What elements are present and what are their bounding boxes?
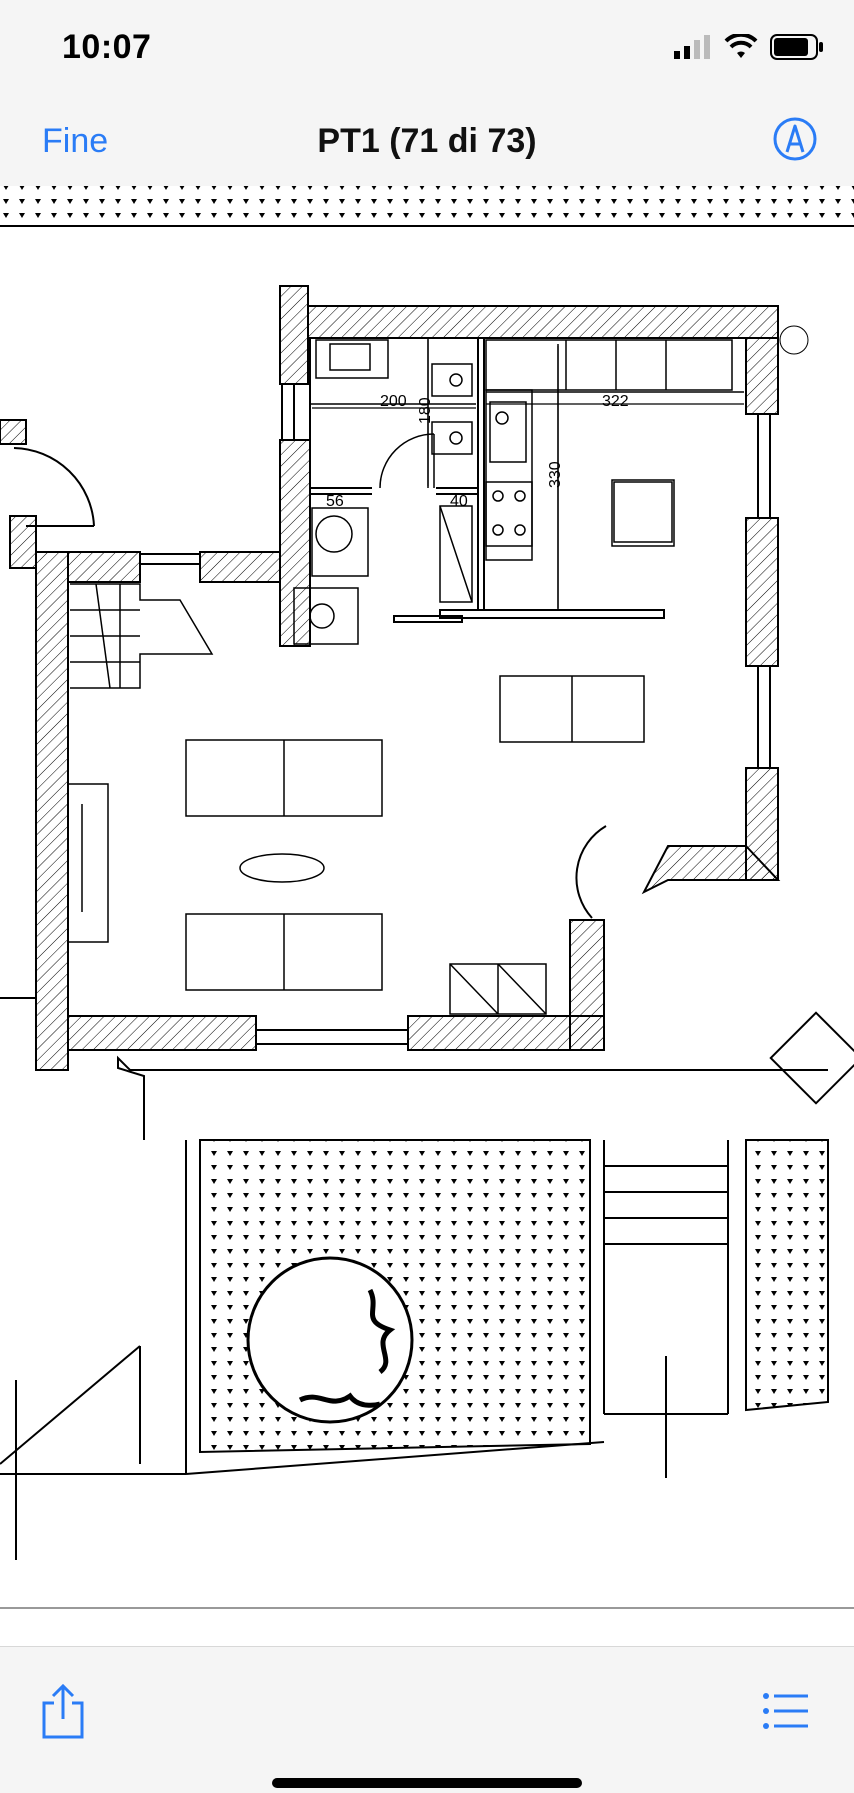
dimension-label: 330 (547, 461, 564, 488)
done-button[interactable]: Fine (42, 122, 109, 160)
battery-icon (770, 34, 823, 60)
home-indicator[interactable] (272, 1778, 582, 1788)
dimension-label: 322 (602, 393, 629, 410)
bottom-toolbar (0, 1646, 854, 1793)
tree (246, 1256, 414, 1424)
bathroom (293, 339, 473, 645)
wifi-icon (724, 34, 758, 58)
status-time: 10:07 (62, 28, 152, 66)
dimension-label: 180 (417, 397, 434, 424)
page-title: PT1 (71 di 73) (317, 122, 537, 160)
floor-plan: 200 180 322 330 56 40 (0, 186, 854, 1609)
status-icons (674, 34, 824, 60)
stairs (70, 583, 214, 689)
furniture (67, 481, 673, 1015)
windows (139, 383, 771, 1045)
dimension-label: 56 (326, 493, 344, 510)
dimension-label: 200 (380, 393, 407, 410)
status-bar: 10:07 (0, 0, 854, 96)
dimension-label: 40 (450, 493, 468, 510)
list-icon[interactable] (762, 1691, 810, 1731)
share-icon[interactable] (40, 1683, 86, 1739)
markup-pen-icon[interactable] (772, 116, 818, 162)
nav-bar: Fine PT1 (71 di 73) (0, 96, 854, 187)
exterior-walls (0, 285, 781, 1071)
door-swings (13, 447, 607, 919)
kitchen (310, 338, 744, 610)
document-page[interactable]: 200 180 322 330 56 40 (0, 186, 854, 1646)
cellular-signal-icon (674, 35, 710, 59)
dimension-lines (312, 340, 744, 608)
garden (0, 997, 829, 1560)
